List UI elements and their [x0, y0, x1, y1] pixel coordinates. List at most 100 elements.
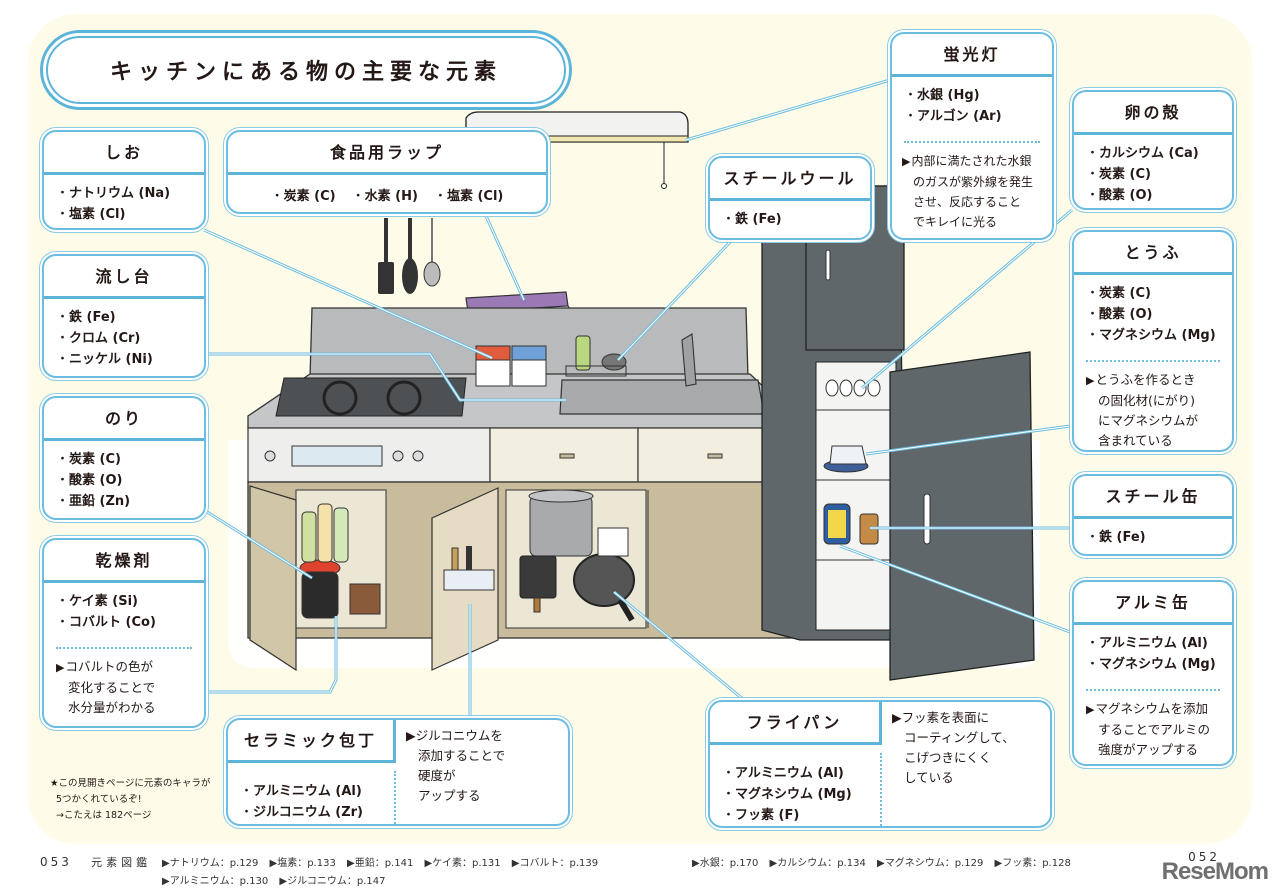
card-title: しお	[44, 132, 204, 175]
card-title: 流し台	[44, 256, 204, 299]
page-reference: ▶ジルコニウム：p.147	[279, 876, 386, 887]
element-item: 亜鉛 (Zn)	[56, 491, 192, 512]
card-tofu: とうふ 炭素 (C) 酸素 (O) マグネシウム (Mg) ▶とうふを作るとき …	[1072, 230, 1234, 452]
element-item: 炭素 (C)	[271, 185, 336, 204]
card-food-wrap: 食品用ラップ 炭素 (C) 水素 (H) 塩素 (Cl)	[226, 130, 548, 214]
page-reference: ▶コバルト：p.139	[511, 858, 599, 869]
element-item: 酸素 (O)	[1086, 185, 1220, 206]
footer-left: 053 元素図鑑	[40, 854, 151, 870]
element-item: ケイ素 (Si)	[56, 591, 192, 612]
triangle-bullet-icon: ▶	[902, 155, 911, 168]
element-item: 炭素 (C)	[1086, 164, 1220, 185]
card-title: フライパン	[710, 702, 882, 745]
card-note: ▶とうふを作るとき の固化材(にがり) にマグネシウムが 含まれている	[1086, 372, 1199, 448]
triangle-bullet-icon: ▶	[892, 710, 902, 725]
element-item: 塩素 (Cl)	[434, 185, 503, 204]
card-note: ▶フッ素を表面に コーティングして、 こげつきにくく している	[892, 710, 1015, 785]
card-ceramic-knife: セラミック包丁 アルミニウム (Al) ジルコニウム (Zr) ▶ジルコニウムを…	[226, 718, 570, 826]
cabinet-door-left	[249, 485, 297, 672]
element-item: 水素 (H)	[352, 185, 418, 204]
card-title: セラミック包丁	[228, 720, 396, 763]
triangle-bullet-icon: ▶	[406, 728, 416, 743]
card-title: 乾燥剤	[44, 540, 204, 583]
element-item: アルミニウム (Al)	[240, 781, 382, 802]
page-number-left: 053	[40, 855, 72, 869]
knife-holder	[443, 569, 495, 591]
dotted-divider	[1086, 360, 1220, 362]
triangle-bullet-icon: ▶	[1086, 374, 1095, 387]
card-title: 蛍光灯	[892, 34, 1052, 77]
steel-can	[859, 513, 879, 545]
hidden-characters-note: ★この見開きページに元素のキャラが 5つかくれているぞ! →こたえは 182ペー…	[50, 778, 211, 821]
card-steel-can: スチール缶 鉄 (Fe)	[1072, 474, 1234, 556]
book-title: 元素図鑑	[91, 856, 152, 869]
element-item: コバルト (Co)	[56, 612, 192, 633]
element-item: ナトリウム (Na)	[56, 183, 192, 204]
card-note: ▶内部に満たされた水銀 のガスが紫外線を発生 させ、反応すること でキレイに光る	[902, 154, 1034, 229]
card-steel-wool: スチールウール 鉄 (Fe)	[708, 156, 872, 240]
page-reference: ▶亜鉛：p.141	[347, 858, 414, 869]
fridge-open-door	[889, 351, 1035, 681]
element-item: マグネシウム (Mg)	[1086, 325, 1220, 346]
page-number-right: 052	[1188, 850, 1220, 864]
detergent-bottle	[575, 335, 591, 371]
card-title: 卵の殻	[1074, 92, 1232, 135]
card-nori: のり 炭素 (C) 酸素 (O) 亜鉛 (Zn)	[42, 396, 206, 520]
dotted-divider	[904, 141, 1040, 143]
element-item: カルシウム (Ca)	[1086, 143, 1220, 164]
card-note: ▶コバルトの色が 変化することで 水分量がわかる	[56, 659, 156, 715]
tamagoyaki-pan	[519, 555, 557, 599]
frying-pan	[573, 553, 635, 607]
card-desiccant: 乾燥剤 ケイ素 (Si) コバルト (Co) ▶コバルトの色が 変化することで …	[42, 538, 206, 728]
sink	[559, 379, 765, 415]
element-item: ニッケル (Ni)	[56, 349, 192, 370]
footer-references-right: ▶水銀：p.170 ▶カルシウム：p.134 ▶マグネシウム：p.129 ▶フッ…	[692, 854, 1079, 869]
desiccant-jar	[301, 571, 339, 619]
element-item: クロム (Cr)	[56, 328, 192, 349]
page-title-banner: キッチンにある物の主要な元素	[40, 30, 572, 110]
page-reference: ▶塩素：p.133	[269, 858, 336, 869]
card-title: とうふ	[1074, 232, 1232, 275]
card-salt: しお ナトリウム (Na) 塩素 (Cl)	[42, 130, 206, 230]
fridge-interior	[815, 361, 897, 631]
card-title: スチール缶	[1074, 476, 1232, 519]
page-title: キッチンにある物の主要な元素	[109, 60, 502, 85]
dotted-divider	[1086, 689, 1220, 691]
element-item: 鉄 (Fe)	[722, 209, 858, 230]
card-eggshell: 卵の殻 カルシウム (Ca) 炭素 (C) 酸素 (O)	[1072, 90, 1234, 210]
triangle-bullet-icon: ▶	[56, 661, 65, 674]
gas-stove	[275, 377, 467, 417]
element-item: 鉄 (Fe)	[1086, 527, 1220, 548]
element-item: 酸素 (O)	[56, 470, 192, 491]
page-reference: ▶フッ素：p.128	[994, 858, 1071, 869]
element-item: フッ素 (F)	[722, 805, 868, 826]
card-title: のり	[44, 398, 204, 441]
footer-references-left: ▶ナトリウム：p.129 ▶塩素：p.133 ▶亜鉛：p.141 ▶ケイ素：p.…	[162, 854, 606, 887]
card-title: スチールウール	[710, 158, 870, 201]
element-item: 炭素 (C)	[1086, 283, 1220, 304]
element-item: 酸素 (O)	[1086, 304, 1220, 325]
element-item: アルミニウム (Al)	[1086, 633, 1220, 654]
element-item: 塩素 (Cl)	[56, 204, 192, 225]
triangle-bullet-icon: ▶	[1086, 703, 1095, 716]
card-note: ▶マグネシウムを添加 することでアルミの 強度がアップする	[1086, 701, 1211, 757]
element-item: 炭素 (C)	[56, 449, 192, 470]
card-aluminum-can: アルミ缶 アルミニウム (Al) マグネシウム (Mg) ▶マグネシウムを添加 …	[1072, 580, 1234, 766]
page-reference: ▶水銀：p.170	[692, 858, 759, 869]
card-fluorescent-lamp: 蛍光灯 水銀 (Hg) アルゴン (Ar) ▶内部に満たされた水銀 のガスが紫外…	[890, 32, 1054, 240]
card-sink: 流し台 鉄 (Fe) クロム (Cr) ニッケル (Ni)	[42, 254, 206, 378]
element-item: アルミニウム (Al)	[722, 763, 868, 784]
dotted-divider	[56, 647, 192, 649]
card-title: 食品用ラップ	[228, 132, 546, 175]
page-reference: ▶マグネシウム：p.129	[877, 858, 984, 869]
page-reference: ▶カルシウム：p.134	[769, 858, 866, 869]
steel-wool	[601, 353, 627, 371]
pot	[529, 495, 593, 557]
page-reference: ▶アルミニウム：p.130	[162, 876, 269, 887]
element-item: マグネシウム (Mg)	[1086, 654, 1220, 675]
hanging-utensils	[378, 218, 441, 294]
page-reference: ▶ナトリウム：p.129	[162, 858, 259, 869]
element-item: 鉄 (Fe)	[56, 307, 192, 328]
watermark-logo: ReseMom	[1161, 858, 1269, 885]
card-frying-pan: フライパン アルミニウム (Al) マグネシウム (Mg) フッ素 (F) ▶フ…	[708, 700, 1052, 828]
